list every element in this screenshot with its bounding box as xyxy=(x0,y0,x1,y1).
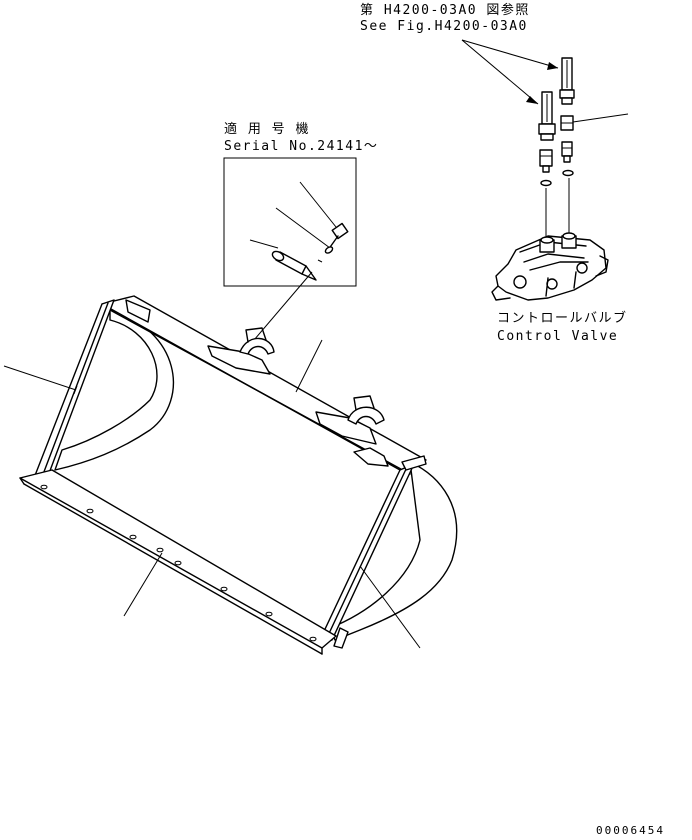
washer xyxy=(324,246,334,254)
bucket xyxy=(3,295,458,655)
detail-inset-box xyxy=(223,157,357,287)
grease-fitting-detail xyxy=(249,181,349,281)
control-valve-label-jp: コントロールバルブ xyxy=(497,310,628,326)
leader-top-rail xyxy=(295,339,323,393)
cutting-edge-bolts xyxy=(40,484,317,642)
serial-applicability-jp: 適 用 号 機 xyxy=(224,121,310,137)
reference-figure-en: See Fig.H4200-03A0 xyxy=(360,19,528,34)
control-valve xyxy=(491,232,609,301)
bucket-cutting-edge xyxy=(19,469,337,649)
leader-left-side-plate xyxy=(3,365,77,391)
bucket-hinge-bracket-right xyxy=(315,395,385,445)
bucket-back-curve xyxy=(329,461,458,641)
inset-leader xyxy=(253,271,313,341)
control-valve-label-en: Control Valve xyxy=(497,329,618,344)
reference-figure-jp: 第 H4200-03A0 図参照 xyxy=(360,2,530,18)
o-ring-left xyxy=(540,179,552,187)
adapter-right xyxy=(561,141,573,157)
grease-nipple-bolt xyxy=(331,222,349,240)
bucket-top-rail xyxy=(101,295,427,471)
bucket-left-curve xyxy=(54,309,174,471)
leader-cutting-edge xyxy=(123,552,163,617)
serial-applicability-en: Serial No.24141～ xyxy=(224,139,378,154)
o-ring-right xyxy=(562,169,574,177)
hose-fitting-assembly xyxy=(538,57,629,240)
leader-right-side-plate xyxy=(359,565,421,649)
drawing-number: 00006454 xyxy=(596,824,665,837)
reference-leaders xyxy=(461,39,559,105)
adapter-left xyxy=(539,149,553,167)
bucket-hinge-bracket-left xyxy=(207,327,275,375)
